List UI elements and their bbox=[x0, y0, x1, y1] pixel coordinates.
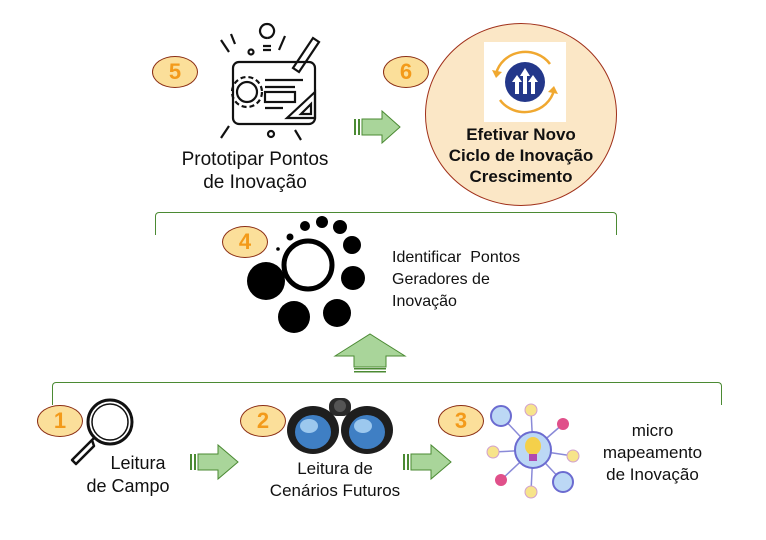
step-2-label: Leitura de Cenários Futuros bbox=[269, 459, 401, 500]
binoculars-icon bbox=[287, 398, 393, 454]
step-2-badge: 2 bbox=[240, 405, 286, 437]
step-6-badge: 6 bbox=[383, 56, 429, 88]
step-4-badge: 4 bbox=[222, 226, 268, 258]
middle-group-bracket bbox=[155, 212, 617, 235]
step-3-label: micro mapeamento de Inovação bbox=[602, 421, 703, 484]
bottom-group-bracket bbox=[52, 382, 722, 405]
arrow-up-to-step4 bbox=[333, 333, 407, 373]
magnifier-icon bbox=[70, 398, 134, 466]
step-5-label: Prototipar Pontos de Inovação bbox=[181, 149, 329, 193]
arrow-step2-to-step3 bbox=[403, 443, 452, 481]
dots-circle-icon bbox=[247, 216, 365, 333]
step-5-badge: 5 bbox=[152, 56, 198, 88]
network-idea-icon bbox=[486, 403, 580, 499]
step-1-label: Leitura de Campo bbox=[86, 453, 170, 496]
step-1-badge: 1 bbox=[37, 405, 83, 437]
arrow-step1-to-step2 bbox=[190, 443, 239, 481]
arrow-step5-to-step6 bbox=[354, 109, 401, 145]
step-3-badge: 3 bbox=[438, 405, 484, 437]
prototype-blueprint-icon bbox=[220, 22, 321, 141]
step-4-label: Identificar Pontos Geradores de Inovação bbox=[392, 249, 521, 310]
growth-cycle-icon bbox=[484, 42, 566, 122]
step-6-label: Efetivar Novo Ciclo de Inovação Crescime… bbox=[448, 125, 594, 186]
